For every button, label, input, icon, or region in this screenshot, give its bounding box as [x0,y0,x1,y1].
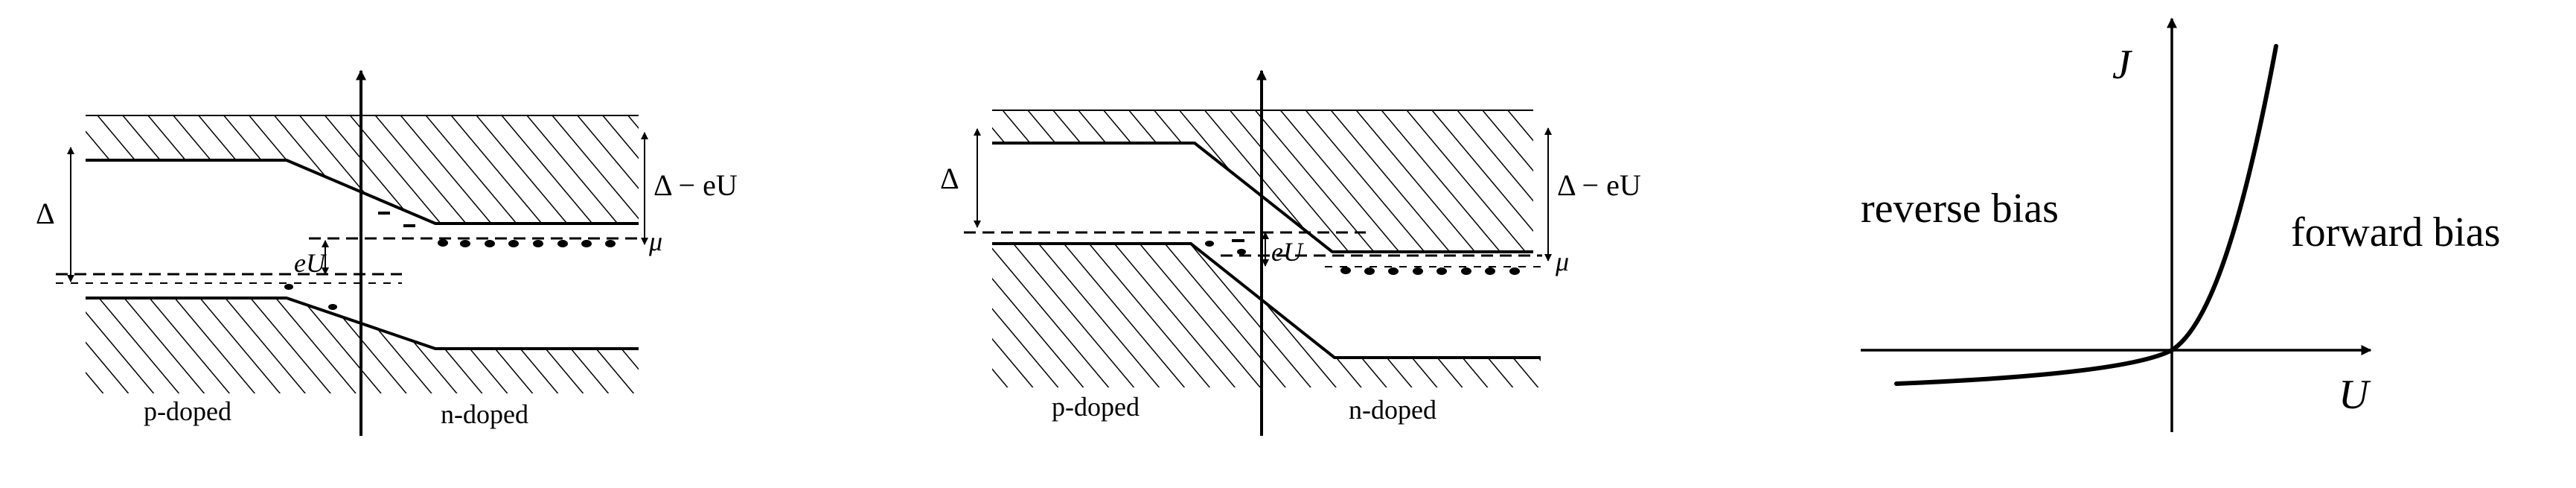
panel-2-n-doped-label: n-doped [1349,395,1436,425]
iv-reverse-bias-label: reverse bias [1861,186,2059,232]
panel-1-eu-label: eU [294,248,327,278]
panel-2-band-diagram: Δ Δ − eU μ eU p-doped n-doped [940,69,1641,436]
panel-2-electrons [1205,239,1520,275]
iv-forward-bias-label: forward bias [2291,209,2500,256]
panel-2-p-doped-label: p-doped [1052,392,1140,422]
panel-2-eu-label: eU [1271,237,1304,267]
iv-diode-curve [1894,44,2278,386]
panel-2-mu-label: μ [1555,247,1569,276]
panel-1-delta-minus-eu-label: Δ − eU [653,168,738,202]
panel-3-iv-curve: J U reverse bias forward bias [1861,17,2500,432]
panel-1-p-doped-label: p-doped [144,396,231,426]
iv-y-label: J [2112,42,2133,88]
panel-1-delta-label: Δ [36,197,55,230]
panel-1-mu-label: μ [648,226,662,256]
panel-1-n-doped-label: n-doped [441,399,528,429]
panel-1-electrons [378,212,616,247]
panel-1-band-diagram: Δ Δ − eU μ eU p-doped n-doped [36,69,738,436]
iv-x-label: U [2339,372,2371,418]
panel-2-valence-band [992,244,1541,387]
panel-2-delta-minus-eu-label: Δ − eU [1557,168,1641,202]
panel-2-delta-label: Δ [940,162,959,195]
panel-1-carriers [284,284,337,310]
